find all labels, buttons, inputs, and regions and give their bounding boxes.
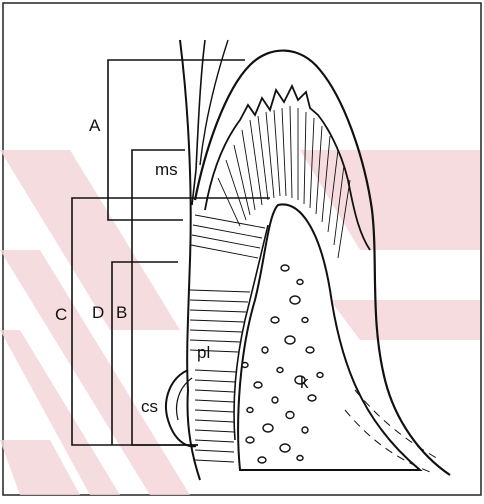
label-cs: cs <box>141 397 158 416</box>
label-pl: pl <box>197 343 210 362</box>
label-ms: ms <box>155 160 178 179</box>
label-C: C <box>55 305 67 324</box>
label-D: D <box>92 303 104 322</box>
label-A: A <box>89 116 101 135</box>
label-B: B <box>116 303 127 322</box>
label-k: k <box>300 373 309 392</box>
